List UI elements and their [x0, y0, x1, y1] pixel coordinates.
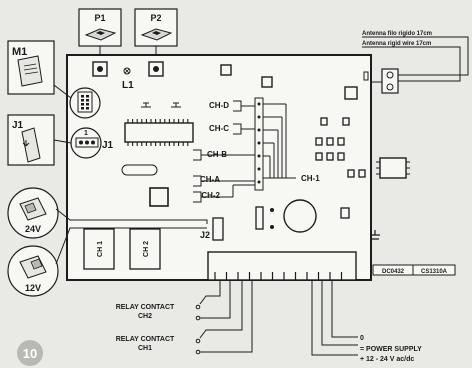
antenna-terminal — [381, 68, 399, 94]
m1-pin — [86, 99, 89, 102]
l1-label: L1 — [122, 80, 134, 91]
relay-contact-ch2-line1: RELAY CONTACT — [116, 304, 175, 311]
m1-pin — [81, 107, 84, 110]
relay-ch1-label: CH 1 — [97, 241, 104, 257]
j1-jumper-callout: J1 — [7, 114, 55, 166]
antenna-label-en: Antenna rigid wire 17cm — [362, 41, 431, 47]
relay-ch2 — [129, 228, 161, 270]
ic-chip — [124, 119, 194, 146]
ch-d-label: CH-D — [209, 101, 229, 110]
relay-contact-ch2-line2: CH2 — [138, 313, 152, 320]
control-board — [66, 54, 372, 281]
p2-button-callout: P2 — [134, 8, 178, 47]
pin-column-dots — [257, 102, 261, 184]
m1-pin — [81, 103, 84, 106]
j2-label: J2 — [200, 230, 210, 240]
figure-number-badge — [17, 340, 43, 366]
power-supply-label: = POWER SUPPLY — [360, 346, 422, 353]
relay-ch1 — [83, 228, 115, 270]
terminal-zero-label: 0 — [360, 335, 364, 342]
board-code-2: CS1310A — [421, 269, 448, 275]
board-code-1: DC0432 — [382, 269, 405, 275]
j1-board-label: J1 — [102, 140, 114, 151]
relay-contact-ch1-line1: RELAY CONTACT — [116, 336, 175, 343]
m1-pin — [86, 103, 89, 106]
ch-a-label: CH-A — [200, 175, 220, 184]
figure-number-label: 10 — [23, 346, 37, 361]
ch-1-label: CH-1 — [301, 174, 320, 183]
m1-pin — [86, 107, 89, 110]
m1-pin — [81, 95, 84, 98]
m1-module-callout: M1 — [7, 40, 55, 95]
relay-ch2-label: CH 2 — [143, 241, 150, 257]
ch-c-label: CH-C — [209, 124, 229, 133]
p1-button-callout: P1 — [78, 8, 122, 47]
voltage-label: + 12 - 24 V ac/dc — [360, 356, 414, 363]
p2-label: P2 — [150, 13, 161, 23]
wiring-lines — [195, 280, 358, 356]
label-12v: 12V — [25, 283, 41, 293]
j1-label: J1 — [12, 120, 24, 131]
secondary-chip — [379, 157, 407, 179]
m1-label: M1 — [12, 46, 27, 58]
antenna-label-it: Antenna filo rigido 17cm — [362, 31, 432, 37]
relay-contact-ch1-line2: CH1 — [138, 345, 152, 352]
l1-led — [123, 67, 131, 75]
m1-pin — [81, 99, 84, 102]
label-24v: 24V — [25, 224, 41, 234]
ch-2-label: CH-2 — [201, 191, 220, 200]
j1-pin-label: 1 — [84, 130, 88, 137]
terminal-block — [207, 251, 357, 281]
m1-pin — [86, 95, 89, 98]
p1-label: P1 — [94, 13, 105, 23]
